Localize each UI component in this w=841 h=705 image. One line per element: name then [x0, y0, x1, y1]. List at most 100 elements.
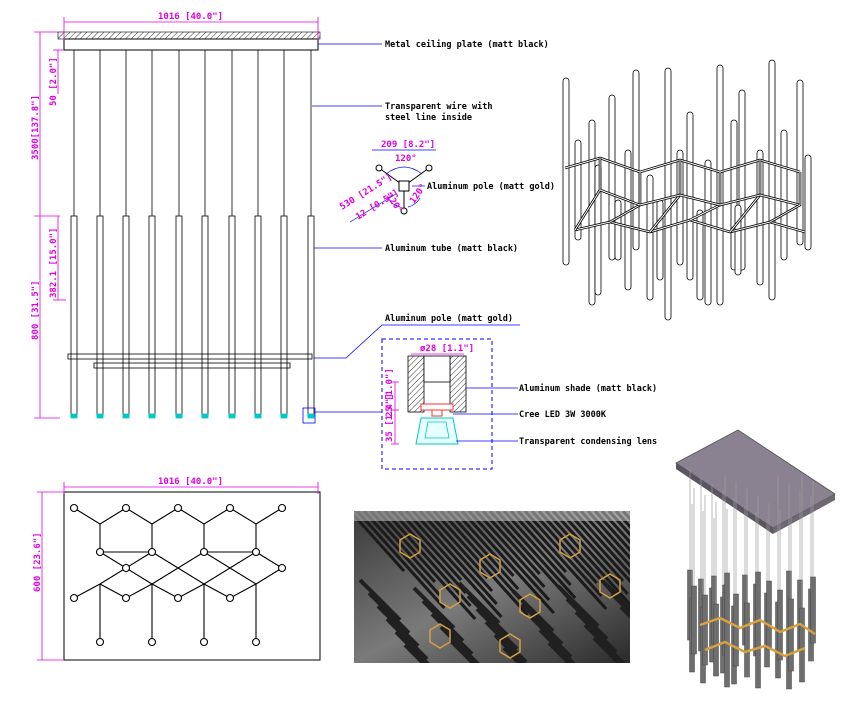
plan-node: [95, 547, 105, 557]
iso-rod: [664, 67, 672, 321]
tube-lens: [280, 413, 288, 419]
plan-pole: [151, 507, 179, 525]
plan-pole: [229, 551, 257, 569]
photo-rod: [418, 511, 494, 593]
angle-label-top: 120°: [395, 154, 417, 164]
plan-pole: [229, 507, 257, 525]
plan-pole: [73, 583, 101, 599]
plan-pole: [99, 507, 127, 525]
photo-gold-pole: [399, 533, 421, 559]
photo-rod: [355, 511, 446, 610]
plan-pole: [203, 567, 231, 585]
tube: [201, 215, 209, 417]
render-gold-pole: [699, 616, 816, 658]
photo-rod: [593, 511, 630, 553]
plate-height-label: 50 [2.0"]: [49, 57, 59, 106]
photo-rod: [600, 511, 630, 545]
photo-rod: [572, 511, 630, 576]
led-height-label: 35 [1.4"]: [385, 393, 395, 442]
plan-pole: [99, 583, 127, 599]
ceiling-plate: [63, 38, 319, 51]
shade-callout: Aluminum shade (matt black): [519, 383, 657, 394]
photo-gold-pole: [559, 533, 581, 559]
ceiling-hatch: [57, 31, 321, 40]
plan-pole: [99, 567, 127, 585]
tube-lens: [201, 413, 209, 419]
plan-pole: [177, 551, 205, 569]
tube: [307, 215, 315, 417]
plan-node: [199, 547, 209, 557]
angle-label-right: 120°: [408, 182, 429, 206]
tube: [122, 215, 130, 417]
iso-rod: [646, 174, 654, 301]
photo-gold-pole: [429, 623, 451, 649]
photo-rod: [376, 511, 477, 621]
render-tube: [755, 571, 761, 689]
plan-node: [69, 593, 79, 603]
tube: [280, 215, 288, 417]
plan-pole: [255, 567, 283, 585]
plan-pole: [203, 551, 231, 569]
plan-node: [251, 637, 261, 647]
pole-callout-2: Aluminum pole (matt gold): [385, 313, 513, 324]
photo-rod: [502, 511, 572, 587]
tube-lens: [70, 413, 78, 419]
photo-rod: [565, 511, 630, 584]
plan-node: [277, 563, 287, 573]
plan-view: 1016 [40.0"] 600 [23.6"]: [33, 477, 321, 661]
iso-rod: [562, 77, 570, 266]
photo-rod: [637, 511, 706, 588]
plan-node: [95, 637, 105, 647]
plan-node: [147, 547, 157, 557]
gold-pole-bars: [67, 353, 313, 369]
plan-node: [69, 503, 79, 513]
photo-rod: [579, 511, 630, 568]
tube: [228, 215, 236, 417]
photo-rod: [397, 511, 463, 582]
photo-rod: [369, 511, 437, 584]
photo-rod: [383, 511, 472, 608]
photo-rod: [432, 511, 529, 617]
plan-pole: [177, 507, 205, 525]
plan-pole: [255, 507, 283, 525]
tube-lens: [148, 413, 156, 419]
lens-callout: Transparent condensing lens: [519, 436, 657, 447]
tube-lens: [307, 413, 315, 419]
plan-pole: [125, 507, 153, 525]
photo-rod: [481, 511, 541, 576]
wire-group: [70, 50, 315, 419]
photo-rod: [439, 511, 525, 604]
photo-rod: [495, 511, 577, 600]
photo-rod: [404, 511, 503, 619]
render-tube: [724, 572, 730, 688]
render-tube: [733, 593, 739, 667]
iso-rod: [796, 79, 804, 246]
photo-gold-pole: [599, 573, 621, 599]
plan-pole: [203, 507, 231, 525]
photo-rod: [544, 511, 630, 607]
front-elevation: 1016 [40.0"] 50 [2.0"] 3500[137.8"] 382.…: [31, 12, 549, 424]
left-dimensions: [34, 31, 66, 419]
iso-rod: [614, 199, 622, 261]
render-tube: [744, 602, 750, 678]
tube: [175, 215, 183, 417]
pole-callout-1: Aluminum pole (matt gold): [427, 181, 555, 192]
iso-rod: [624, 149, 632, 291]
wire-callout-line1: Transparent wire with: [385, 101, 492, 112]
iso-rod: [632, 69, 640, 251]
plan-node: [121, 593, 131, 603]
plan-pole: [125, 567, 153, 585]
iso-rod: [780, 129, 788, 261]
photo-rod: [614, 511, 630, 529]
tube: [254, 215, 262, 417]
plan-node: [173, 593, 183, 603]
pole-junction-detail: 209 [8.2"] 120° 120° 120° 530 [21.5"] 12…: [338, 140, 555, 223]
plan-pole: [99, 551, 127, 569]
tube-lens: [96, 413, 104, 419]
elevation-leaders: [302, 43, 520, 424]
render-rods: [687, 470, 816, 690]
plan-pole: [255, 551, 283, 569]
top-width-label: 1016 [40.0"]: [158, 12, 223, 22]
render-tube: [691, 585, 697, 655]
